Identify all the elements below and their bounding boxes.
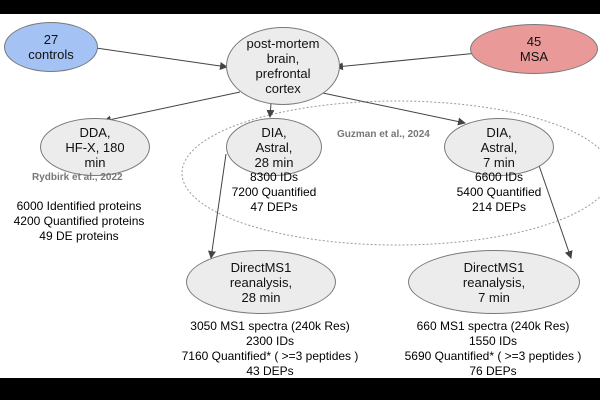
stat-line: 6600 IDs (474, 170, 524, 184)
dia28-label: DIA, Astral, 28 min (254, 124, 294, 170)
dia28-stats: 8300 IDs 7200 Quantified 47 DEPs (216, 170, 332, 215)
stat-line: 6000 Identified proteins (16, 199, 142, 213)
edge-source-to-dda (103, 91, 241, 124)
stat-line: 8300 IDs (249, 170, 299, 184)
stat-line: 43 DEPs (246, 364, 294, 378)
edge-dia7-to-direct7 (534, 153, 573, 259)
edge-source-to-dia7 (317, 91, 466, 126)
stat-line: 7160 Quantified* ( >=3 peptides ) (181, 349, 359, 363)
msa-label: 45 MSA (519, 34, 549, 64)
edge-dia28-to-direct28 (208, 153, 227, 259)
direct28-node: DirectMS1 reanalysis, 28 min (186, 250, 336, 314)
edge-msa-to-source (335, 52, 479, 71)
citation-guzman: Guzman et al., 2024 (337, 129, 430, 140)
stat-line: 5690 Quantified* ( >=3 peptides ) (404, 349, 582, 363)
dda-node: DDA, HF-X, 180 min (40, 118, 150, 176)
citation-rydbirk: Rydbirk et al., 2022 (32, 172, 123, 183)
direct28-stats: 3050 MS1 spectra (240k Res) 2300 IDs 716… (160, 319, 380, 378)
diagram-canvas: 27 controls 45 MSA post-mortem brain, pr… (0, 14, 600, 378)
stat-line: 214 DEPs (471, 200, 527, 214)
edge-source-to-dia28 (266, 102, 275, 118)
stat-line: 4200 Quantified proteins (13, 214, 145, 228)
stat-line: 47 DEPs (250, 200, 298, 214)
stat-line: 660 MS1 spectra (240k Res) (416, 319, 570, 333)
controls-label: 27 controls (28, 32, 74, 62)
stat-line: 7200 Quantified (231, 185, 317, 199)
dia7-stats: 6600 IDs 5400 Quantified 214 DEPs (436, 170, 562, 215)
msa-node: 45 MSA (470, 24, 598, 74)
dia7-label: DIA, Astral, 7 min (480, 124, 518, 170)
dia28-node: DIA, Astral, 28 min (226, 118, 322, 176)
stat-line: 3050 MS1 spectra (240k Res) (190, 319, 350, 333)
stat-line: 49 DE proteins (39, 229, 119, 243)
direct28-label: DirectMS1 reanalysis, 28 min (229, 259, 293, 305)
stat-line: 5400 Quantified (456, 185, 542, 199)
direct7-label: DirectMS1 reanalysis, 7 min (462, 259, 526, 305)
source-node: post-mortem brain, prefrontal cortex (226, 27, 340, 105)
source-label: post-mortem brain, prefrontal cortex (246, 36, 320, 96)
controls-node: 27 controls (4, 22, 98, 72)
stat-line: 76 DEPs (469, 364, 517, 378)
dda-label: DDA, HF-X, 180 min (65, 124, 125, 170)
stat-line: 2300 IDs (245, 334, 295, 348)
dda-stats: 6000 Identified proteins 4200 Quantified… (0, 199, 158, 244)
diagram-edges (95, 47, 600, 259)
direct7-node: DirectMS1 reanalysis, 7 min (408, 250, 580, 314)
dia7-node: DIA, Astral, 7 min (444, 118, 554, 176)
edge-controls-to-source (95, 47, 228, 70)
stat-line: 1550 IDs (468, 334, 518, 348)
direct7-stats: 660 MS1 spectra (240k Res) 1550 IDs 5690… (388, 319, 598, 378)
